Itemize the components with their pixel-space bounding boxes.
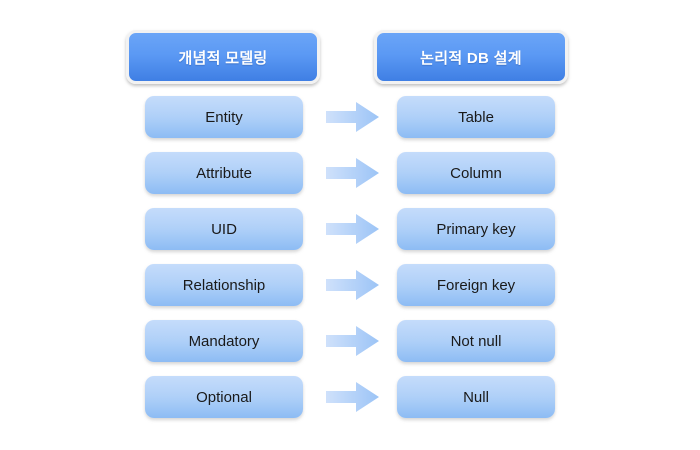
target-box: Not null [397, 320, 555, 362]
column-header-logical: 논리적 DB 설계 [374, 30, 568, 84]
mapping-row: Mandatory Not null [0, 320, 700, 362]
right-arrow-icon [326, 101, 380, 133]
target-box: Foreign key [397, 264, 555, 306]
target-box: Null [397, 376, 555, 418]
source-label: Optional [196, 388, 252, 406]
source-box: Mandatory [145, 320, 303, 362]
right-arrow-icon [326, 213, 380, 245]
column-header-logical-label: 논리적 DB 설계 [420, 49, 522, 67]
target-label: Null [463, 388, 489, 406]
target-box: Primary key [397, 208, 555, 250]
right-arrow-icon [326, 325, 380, 357]
target-label: Not null [450, 332, 502, 350]
mapping-row: Attribute Column [0, 152, 700, 194]
target-label: Column [450, 164, 502, 182]
source-box: Entity [145, 96, 303, 138]
target-box: Column [397, 152, 555, 194]
source-box: UID [145, 208, 303, 250]
source-label: UID [211, 220, 237, 238]
column-header-conceptual-label: 개념적 모델링 [178, 49, 268, 67]
source-box: Relationship [145, 264, 303, 306]
mapping-row: Entity Table [0, 96, 700, 138]
right-arrow-icon [326, 381, 380, 413]
mapping-row: Optional Null [0, 376, 700, 418]
right-arrow-icon [326, 157, 380, 189]
column-header-conceptual: 개념적 모델링 [126, 30, 320, 84]
target-label: Foreign key [436, 276, 516, 294]
source-box: Attribute [145, 152, 303, 194]
source-label: Mandatory [188, 332, 260, 350]
source-label: Entity [205, 108, 243, 126]
column-headers: 개념적 모델링 논리적 DB 설계 [0, 30, 700, 84]
source-label: Relationship [182, 276, 266, 294]
mapping-row: Relationship Foreign key [0, 264, 700, 306]
target-box: Table [397, 96, 555, 138]
target-label: Table [458, 108, 494, 126]
mapping-row: UID Primary key [0, 208, 700, 250]
source-box: Optional [145, 376, 303, 418]
right-arrow-icon [326, 269, 380, 301]
target-label: Primary key [436, 220, 516, 238]
mapping-rows: Entity Table Attribute [0, 96, 700, 432]
source-label: Attribute [196, 164, 252, 182]
